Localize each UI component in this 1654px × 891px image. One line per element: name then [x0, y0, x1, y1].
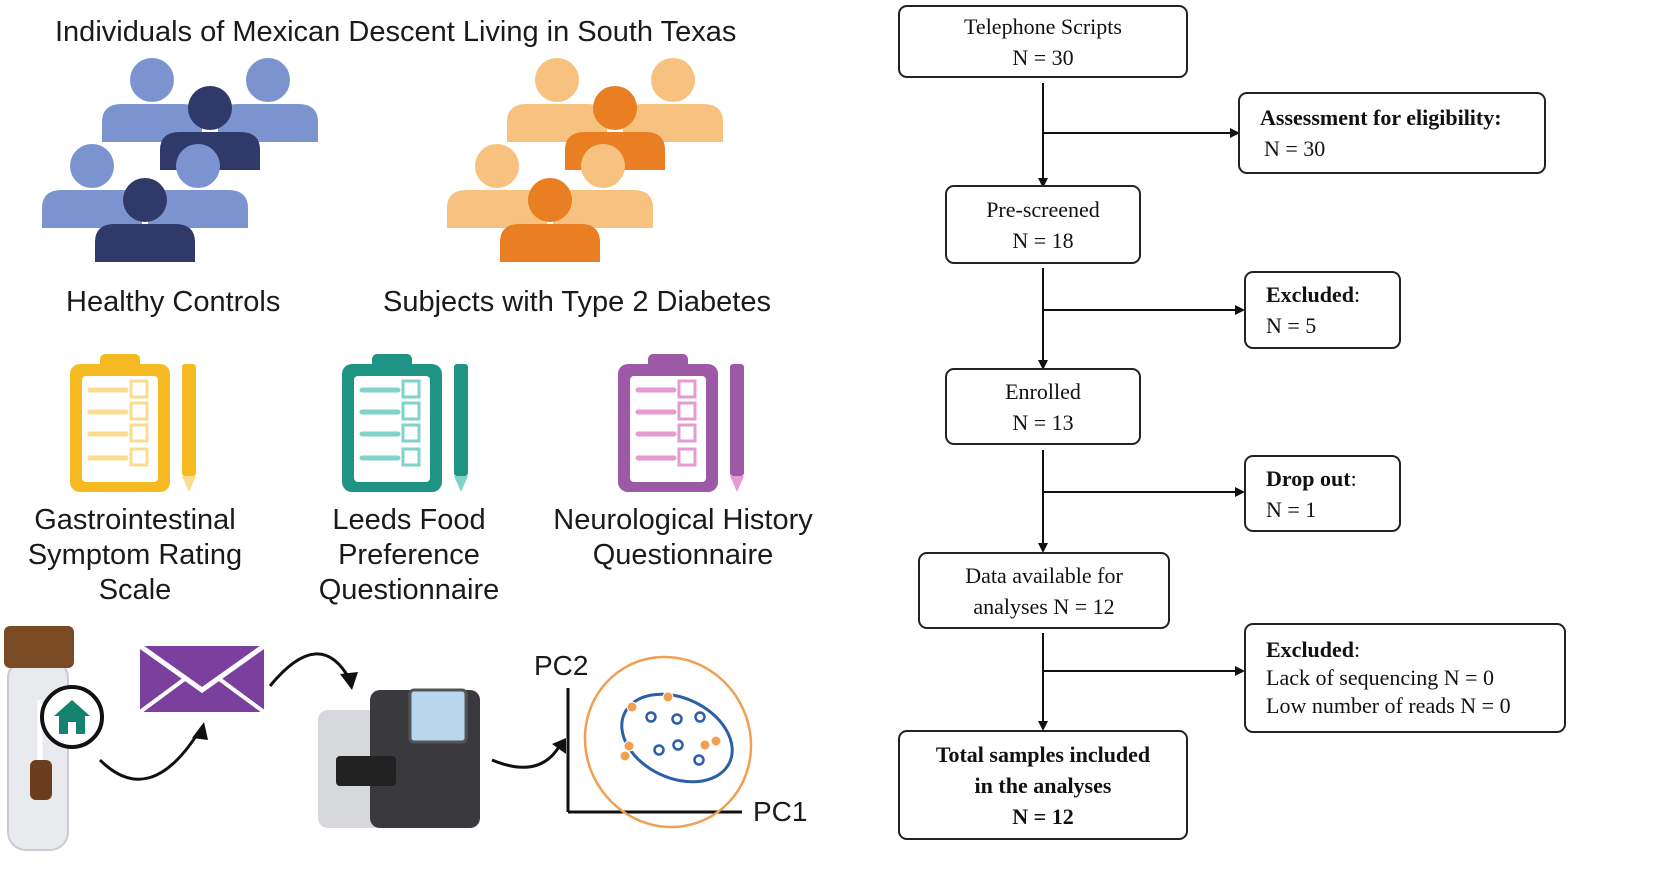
type2-diabetes-label: Subjects with Type 2 Diabetes — [383, 286, 771, 318]
nhq-label: Neurological History Questionnaire — [553, 504, 813, 571]
excluded-box-2: Excluded: Lack of sequencing N = 0 Low n… — [1244, 623, 1566, 733]
figure-title: Individuals of Mexican Descent Living in… — [55, 16, 737, 48]
enrolled-box: Enrolled N = 13 — [945, 368, 1141, 445]
dropout-box: Drop out: N = 1 — [1244, 455, 1401, 532]
telephone-scripts-box: Telephone Scripts N = 30 — [898, 5, 1188, 78]
prescreened-box: Pre-screened N = 18 — [945, 185, 1141, 264]
envelope-icon — [138, 643, 266, 714]
flow-arrows — [98, 652, 562, 781]
pca-plot-icon — [566, 655, 753, 829]
sequencer-icon — [318, 688, 480, 828]
gsrs-label: Gastrointestinal Symptom Rating Scale — [27, 504, 243, 606]
assessment-box: Assessment for eligibility: N = 30 — [1238, 92, 1546, 174]
pca-y-label: PC2 — [534, 650, 589, 681]
home-icon — [40, 685, 104, 749]
healthy-controls-label: Healthy Controls — [66, 286, 281, 318]
gsrs-clipboard-icon — [70, 354, 196, 492]
total-samples-box: Total samples included in the analyses N… — [898, 730, 1188, 840]
lfpq-clipboard-icon — [342, 354, 468, 492]
healthy-controls-people-icon — [42, 58, 318, 262]
flowchart-connectors — [1042, 83, 1235, 721]
data-available-box: Data available for analyses N = 12 — [918, 552, 1170, 629]
type2-diabetes-people-icon — [447, 58, 723, 262]
pca-x-label: PC1 — [753, 796, 808, 827]
excluded-box-1: Excluded: N = 5 — [1244, 271, 1401, 349]
lfpq-label: Leeds Food Preference Questionnaire — [318, 504, 500, 606]
nhq-clipboard-icon — [618, 354, 744, 492]
